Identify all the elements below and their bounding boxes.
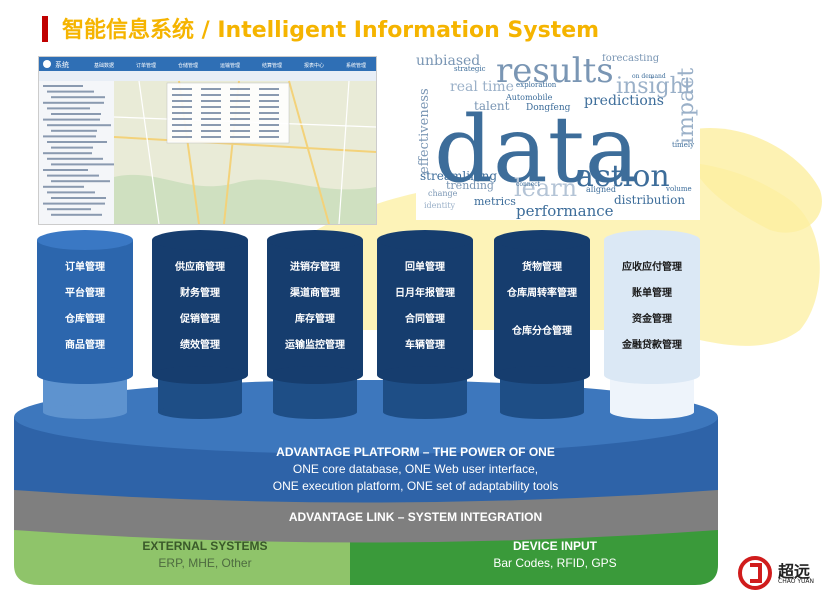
- module-item: 绩效管理: [180, 340, 220, 351]
- module-item: 商品管理: [65, 340, 105, 351]
- module-item: 货物管理: [522, 262, 562, 273]
- device-input-title: DEVICE INPUT: [512, 539, 597, 553]
- module-column-labels: 供应商管理财务管理促销管理绩效管理: [152, 262, 248, 372]
- word-cloud-word: change: [428, 189, 458, 198]
- module-item: 仓库周转率管理: [507, 288, 577, 299]
- screenshot-menu-item: 基础数据: [94, 62, 114, 69]
- module-item: 合同管理: [405, 314, 445, 325]
- module-item: 应收应付管理: [622, 262, 682, 273]
- page-title: 智能信息系统 / Intelligent Information System: [62, 18, 600, 43]
- word-cloud-word: volume: [666, 185, 692, 193]
- module-item: 供应商管理: [175, 262, 225, 273]
- module-item: 渠道商管理: [290, 288, 340, 299]
- logo-cn: 超远: [778, 562, 811, 581]
- word-cloud-word: identity: [424, 201, 456, 210]
- module-item: 仓库分仓管理: [512, 326, 572, 337]
- module-item: 库存管理: [295, 314, 335, 325]
- module-item: 车辆管理: [405, 340, 445, 351]
- platform-line-1: ONE core database, ONE Web user interfac…: [292, 462, 539, 476]
- module-item: 平台管理: [65, 288, 105, 299]
- word-cloud-word: predictions: [584, 93, 664, 109]
- module-item: 资金管理: [632, 314, 672, 325]
- word-cloud-word: connect: [516, 181, 541, 188]
- module-item: 运输监控管理: [285, 340, 345, 351]
- module-column: [152, 230, 248, 419]
- module-column: [377, 230, 473, 419]
- word-cloud-word: unbiased: [416, 54, 481, 69]
- module-column: [267, 230, 363, 419]
- system-screenshot: 系统 基础数据 订单管理 仓储管理 运输管理 结算管理 报表中心 系统管理: [38, 56, 377, 225]
- screenshot-graphic: 系统 基础数据 订单管理 仓储管理 运输管理 结算管理 报表中心 系统管理: [39, 57, 376, 224]
- screenshot-menu-item: 运输管理: [220, 62, 240, 69]
- screenshot-menu-item: 订单管理: [136, 62, 156, 69]
- module-column: [494, 230, 590, 419]
- word-cloud-word: learn: [514, 174, 578, 202]
- word-cloud-word: talent: [474, 99, 510, 113]
- external-systems-title: EXTERNAL SYSTEMS: [142, 539, 268, 553]
- word-cloud-word: insight: [616, 74, 693, 99]
- module-column: [604, 230, 700, 419]
- platform-line-2: ONE execution platform, ONE set of adapt…: [272, 479, 559, 493]
- word-cloud-word: action: [576, 159, 670, 194]
- logo-mark: [738, 556, 772, 590]
- word-cloud-word: timely: [672, 141, 695, 149]
- module-item: 财务管理: [180, 288, 220, 299]
- word-cloud-word: metrics: [474, 195, 516, 208]
- word-cloud-word: distribution: [614, 193, 686, 207]
- module-item: 促销管理: [180, 314, 220, 325]
- module-column-labels: 应收应付管理账单管理资金管理金融贷款管理: [604, 262, 700, 372]
- device-input-sub: Bar Codes, RFID, GPS: [493, 556, 617, 570]
- logo-en: CHAO YUAN: [778, 578, 814, 585]
- module-item: 仓库管理: [65, 314, 105, 325]
- module-column-labels: 订单管理平台管理仓库管理商品管理: [37, 262, 133, 372]
- screenshot-menu-item: 仓储管理: [178, 62, 198, 69]
- module-column-labels: 货物管理仓库周转率管理仓库分仓管理: [494, 262, 590, 372]
- module-item: 日月年报管理: [395, 288, 455, 299]
- module-column-labels: 回单管理日月年报管理合同管理车辆管理: [377, 262, 473, 372]
- external-systems-sub: ERP, MHE, Other: [158, 556, 252, 570]
- company-logo: 超远 CHAO YUAN: [738, 556, 814, 594]
- word-cloud-word: on demand: [632, 73, 666, 80]
- platform-heading: ADVANTAGE PLATFORM – THE POWER OF ONE: [276, 445, 555, 459]
- module-column-labels: 进销存管理渠道商管理库存管理运输监控管理: [267, 262, 363, 372]
- word-cloud-word: streamlining: [420, 169, 498, 183]
- word-cloud-word: performance: [516, 202, 614, 220]
- word-cloud-word: forecasting: [602, 54, 660, 64]
- advantage-link-label: ADVANTAGE LINK – SYSTEM INTEGRATION: [288, 510, 543, 524]
- word-cloud-word: data: [434, 96, 640, 203]
- module-item: 进销存管理: [290, 262, 340, 273]
- module-item: 回单管理: [405, 262, 445, 273]
- screenshot-menu-item: 结算管理: [262, 62, 282, 69]
- screenshot-menu-item: 报表中心: [304, 62, 324, 69]
- title-accent-bar: [42, 16, 48, 42]
- word-cloud-word: aligned: [586, 185, 617, 194]
- module-item: 金融贷款管理: [622, 340, 682, 351]
- word-cloud-word: results: [496, 54, 614, 91]
- word-cloud-word: trending: [446, 179, 494, 192]
- word-cloud-word: exploration: [516, 81, 557, 89]
- word-cloud-word: Automobile: [506, 93, 553, 102]
- module-column: [37, 230, 133, 419]
- word-cloud-word: strategic: [454, 65, 486, 73]
- module-item: 账单管理: [632, 288, 672, 299]
- module-item: 订单管理: [65, 262, 105, 273]
- screenshot-menu-item: 系统管理: [346, 62, 366, 69]
- word-cloud-word: Dongfeng: [526, 103, 571, 113]
- word-cloud-word: real time: [450, 79, 514, 95]
- screenshot-app-name: 系统: [55, 60, 69, 69]
